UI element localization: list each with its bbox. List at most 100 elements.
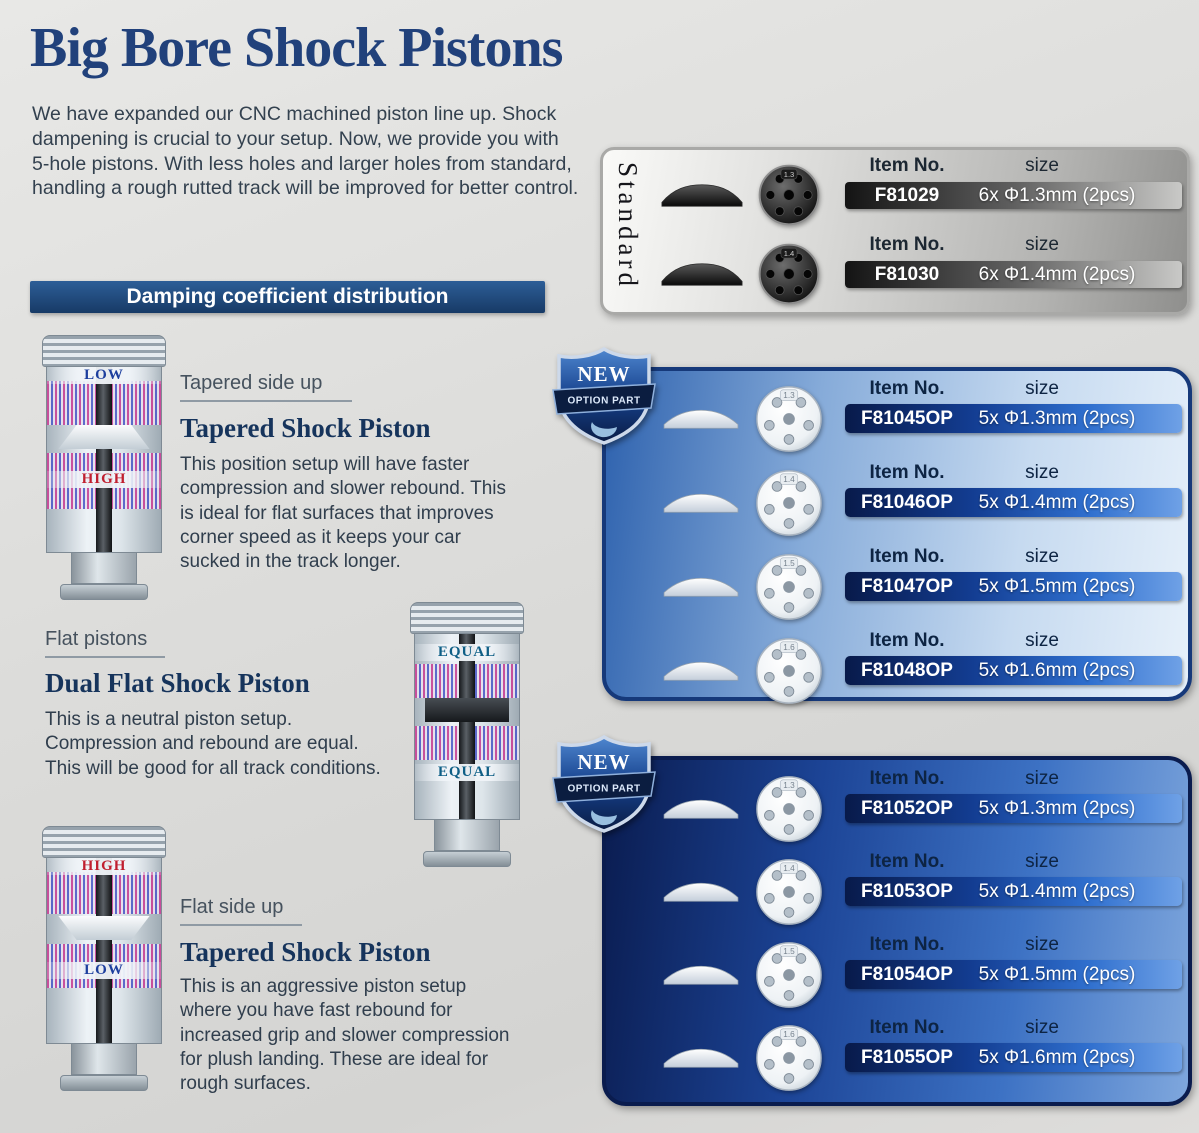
badge-part-text: OPTION PART [567,784,640,795]
size-header: size [1025,1017,1059,1038]
shock-neck [71,553,137,584]
piston-side-view-icon [663,661,739,681]
piston-number: 1.5 [783,947,795,956]
column-headers: Item No. size [845,1017,1182,1039]
piston-number: 1.3 [784,170,795,179]
size-header: size [1025,155,1059,176]
product-row-option1-4: 1.6 Item No. size F81048OP 5x Φ1.6mm (2p… [602,630,1190,708]
part-bar: F81045OP 5x Φ1.3mm (2pcs) [845,404,1182,433]
column-headers: Item No. size [845,630,1182,652]
piston-side-view-icon [663,409,739,429]
body-flat: This is a neutral piston setup. Compress… [45,709,381,779]
piston-side-view-icon [663,493,739,513]
product-row-option1-2: 1.4 Item No. size F81046OP 5x Φ1.4mm (2p… [602,462,1190,540]
piston-top-view-icon: 1.4 [756,470,822,536]
page-title: Big Bore Shock Pistons [30,17,563,79]
new-option-part-badge: NEW OPTION PART [552,734,656,833]
badge-swoosh-icon [591,810,617,826]
product-row-option2-1: 1.3 Item No. size F81052OP 5x Φ1.3mm (2p… [602,768,1190,846]
damping-label-bottom: LOW [47,962,161,979]
size-value: 5x Φ1.4mm (2pcs) [978,880,1136,902]
piston-top-view-icon: 1.4 [756,859,822,925]
damping-label-top: HIGH [47,858,161,875]
piston-number: 1.4 [783,475,795,484]
badge-new-text: NEW [577,362,630,386]
new-option-part-badge: NEW OPTION PART [552,346,656,445]
product-row-option2-2: 1.4 Item No. size F81053OP 5x Φ1.4mm (2p… [602,851,1190,929]
part-bar: F81053OP 5x Φ1.4mm (2pcs) [845,877,1182,906]
column-headers: Item No. size [845,851,1182,873]
column-headers: Item No. size [845,768,1182,790]
badge-swoosh-icon [591,422,617,438]
damping-label-bottom: EQUAL [415,764,519,781]
part-bar: F81047OP 5x Φ1.5mm (2pcs) [845,572,1182,601]
section-banner-label: Damping coefficient distribution [126,285,449,308]
shock-body: HIGH LOW [46,858,162,1044]
shock-rod [96,858,112,1043]
piston-number: 1.6 [783,643,795,652]
piston-number: 1.5 [783,559,795,568]
shock-threads [410,602,524,634]
item-no-value: F81055OP [861,1046,953,1068]
product-row-option2-4: 1.6 Item No. size F81055OP 5x Φ1.6mm (2p… [602,1017,1190,1095]
size-value: 5x Φ1.5mm (2pcs) [978,963,1136,985]
piston-top-view-icon: 1.5 [756,942,822,1008]
damping-label-bottom: HIGH [47,471,161,488]
piston-side-view-icon [663,965,739,985]
product-row-option2-3: 1.5 Item No. size F81054OP 5x Φ1.5mm (2p… [602,934,1190,1012]
heading-tapered-shock-piston-2: Tapered Shock Piston [180,937,431,967]
item-no-header: Item No. [869,851,945,872]
item-no-header: Item No. [869,768,945,789]
kicker-tapered-side-up: Tapered side up [180,372,352,402]
column-headers: Item No. size [845,378,1182,400]
piston-number: 1.4 [784,249,795,258]
product-row-option1-3: 1.5 Item No. size F81047OP 5x Φ1.5mm (2p… [602,546,1190,624]
size-header: size [1025,630,1059,651]
size-value: 5x Φ1.3mm (2pcs) [978,407,1136,429]
damping-label-top: LOW [47,367,161,384]
badge-ribbon [552,383,656,415]
product-row-standard-1: 1.3 Item No. size F81029 6x Φ1.3mm (2pcs… [602,155,1190,233]
part-bar: F81052OP 5x Φ1.3mm (2pcs) [845,794,1182,823]
item-no-value: F81029 [874,184,940,206]
piston-top-view-icon: 1.4 [758,243,820,305]
piston-top-view-icon: 1.3 [756,386,822,452]
product-row-standard-2: 1.4 Item No. size F81030 6x Φ1.4mm (2pcs… [602,234,1190,312]
piston-disc-tapered-down [58,916,150,940]
size-value: 6x Φ1.4mm (2pcs) [978,263,1136,285]
damping-label-top: EQUAL [415,644,519,661]
part-bar: F81046OP 5x Φ1.4mm (2pcs) [845,488,1182,517]
size-header: size [1025,462,1059,483]
item-no-value: F81052OP [861,797,953,819]
body-tapered-down: This is an aggressive piston setup where… [180,976,510,1095]
shock-illustration-tapered-down: HIGH LOW [40,826,168,1091]
size-header: size [1025,934,1059,955]
piston-side-view-icon [661,184,743,207]
piston-number: 1.3 [783,781,795,790]
size-header: size [1025,546,1059,567]
column-headers: Item No. size [845,546,1182,568]
piston-top-view-icon: 1.5 [756,554,822,620]
piston-top-view-icon: 1.3 [758,164,820,226]
item-no-header: Item No. [869,378,945,399]
shock-illustration-tapered-up: LOW HIGH [40,335,168,600]
item-no-value: F81030 [874,263,940,285]
size-header: size [1025,851,1059,872]
intro-text: We have expanded our CNC machined piston… [32,103,579,200]
piston-number: 1.4 [783,864,795,873]
piston-side-view-icon [663,882,739,902]
badge-new-text: NEW [577,750,630,774]
column-headers: Item No. size [845,155,1182,177]
column-headers: Item No. size [845,234,1182,256]
kicker-flat-side-up: Flat side up [180,896,302,926]
piston-side-view-icon [661,263,743,286]
item-no-header: Item No. [869,546,945,567]
size-value: 5x Φ1.5mm (2pcs) [978,575,1136,597]
badge-part-text: OPTION PART [567,396,640,407]
shock-foot [423,851,511,867]
item-no-value: F81053OP [861,880,953,902]
piston-number: 1.3 [783,391,795,400]
size-value: 5x Φ1.6mm (2pcs) [978,659,1136,681]
shock-foot [60,584,148,600]
shock-neck [71,1044,137,1075]
